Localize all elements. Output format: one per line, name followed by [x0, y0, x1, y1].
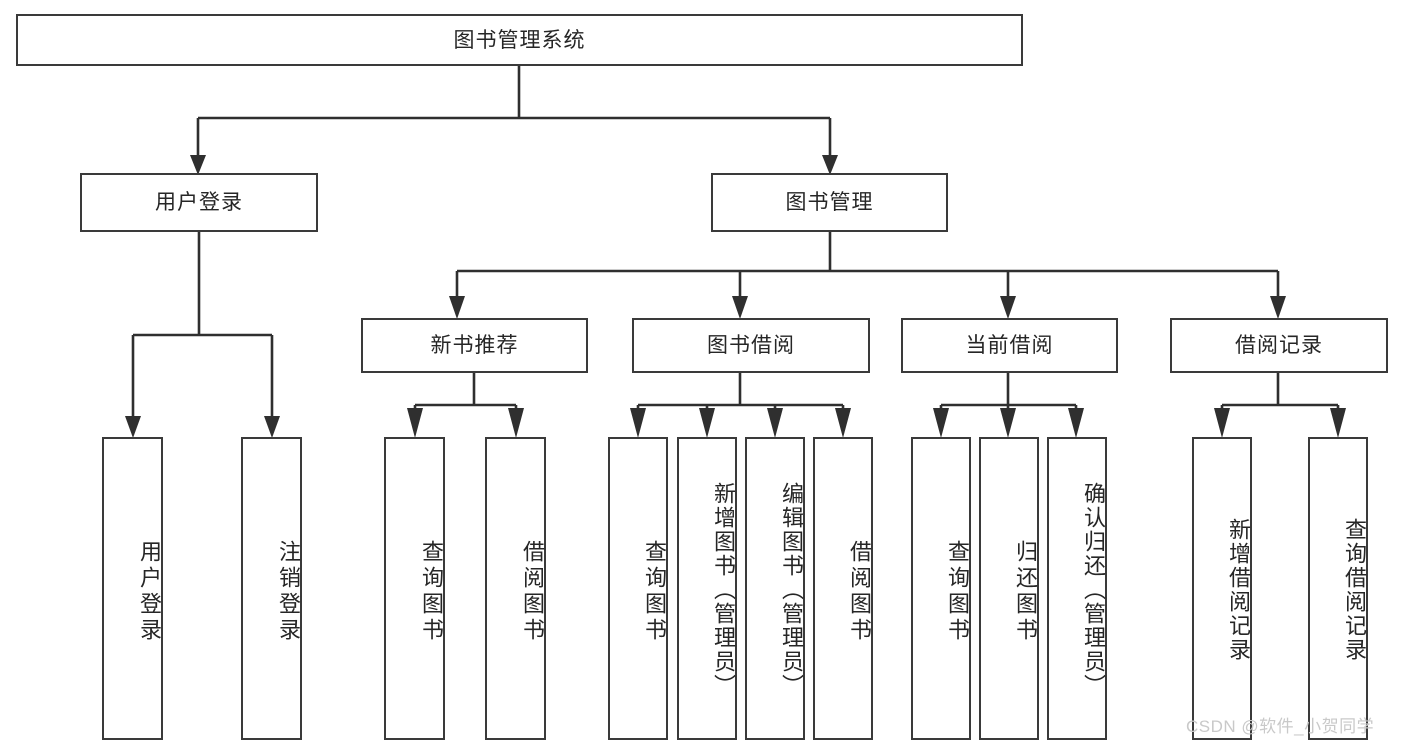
leaf-add-book-label: 新增图书（管理员）	[711, 481, 736, 698]
leaf-query-book-3-label: 查询图书	[945, 539, 970, 644]
arrow-user-login-leaf2	[264, 416, 280, 438]
leaf-borrow-book-1-label: 借阅图书	[520, 539, 545, 644]
node-root-label: 图书管理系统	[453, 28, 586, 52]
leaf-return-book-label: 归还图书	[1013, 539, 1038, 644]
arrow-root-to-book-manage	[822, 155, 838, 175]
node-new-book-recommend-label: 新书推荐	[430, 334, 519, 357]
leaf-borrow-book-1[interactable]: 借阅图书	[485, 437, 546, 740]
node-book-borrow[interactable]: 图书借阅	[632, 318, 870, 373]
leaf-add-record-label: 新增借阅记录	[1226, 517, 1251, 662]
leaf-query-record[interactable]: 查询借阅记录	[1308, 437, 1368, 740]
leaf-query-book-2-label: 查询图书	[642, 539, 667, 644]
leaf-return-book[interactable]: 归还图书	[979, 437, 1039, 740]
arrow-root-to-user-login	[190, 155, 206, 175]
leaf-confirm-return[interactable]: 确认归还（管理员）	[1047, 437, 1107, 740]
arrow-bm-n3	[1000, 296, 1016, 319]
leaf-add-record[interactable]: 新增借阅记录	[1192, 437, 1252, 740]
arrow-bb-l4	[835, 408, 851, 438]
leaf-logout-login[interactable]: 注销登录	[241, 437, 302, 740]
arrow-bb-l2	[699, 408, 715, 438]
leaf-edit-book-label: 编辑图书（管理员）	[779, 481, 804, 698]
arrow-br-l2	[1330, 408, 1346, 438]
csdn-watermark: CSDN @软件_小贺同学	[1186, 717, 1375, 736]
arrow-bb-l3	[767, 408, 783, 438]
leaf-edit-book[interactable]: 编辑图书（管理员）	[745, 437, 805, 740]
arrow-user-login-leaf1	[125, 416, 141, 438]
arrow-bm-n1	[449, 296, 465, 319]
arrow-nbr-l2	[508, 408, 524, 438]
leaf-query-record-label: 查询借阅记录	[1342, 517, 1367, 662]
arrow-bm-n4	[1270, 296, 1286, 319]
arrow-cb-l3	[1068, 408, 1084, 438]
arrow-cb-l1	[933, 408, 949, 438]
leaf-borrow-book-2[interactable]: 借阅图书	[813, 437, 873, 740]
node-current-borrow[interactable]: 当前借阅	[901, 318, 1118, 373]
node-user-login-label: 用户登录	[155, 191, 243, 214]
leaf-logout-login-label: 注销登录	[276, 539, 301, 644]
node-current-borrow-label: 当前借阅	[965, 334, 1054, 357]
node-borrow-record-label: 借阅记录	[1235, 334, 1323, 357]
leaf-query-book-3[interactable]: 查询图书	[911, 437, 971, 740]
leaf-confirm-return-label: 确认归还（管理员）	[1081, 481, 1106, 698]
node-new-book-recommend[interactable]: 新书推荐	[361, 318, 588, 373]
leaf-user-login[interactable]: 用户登录	[102, 437, 163, 740]
leaf-add-book[interactable]: 新增图书（管理员）	[677, 437, 737, 740]
node-root[interactable]: 图书管理系统	[16, 14, 1023, 66]
node-user-login[interactable]: 用户登录	[80, 173, 318, 232]
leaf-query-book-1-label: 查询图书	[419, 539, 444, 644]
arrow-bm-n2	[732, 296, 748, 319]
leaf-query-book-2[interactable]: 查询图书	[608, 437, 668, 740]
node-book-manage[interactable]: 图书管理	[711, 173, 948, 232]
leaf-borrow-book-2-label: 借阅图书	[847, 539, 872, 644]
arrow-bb-l1	[630, 408, 646, 438]
leaf-user-login-label: 用户登录	[137, 539, 162, 644]
leaf-query-book-1[interactable]: 查询图书	[384, 437, 445, 740]
arrow-cb-l2	[1000, 408, 1016, 438]
arrow-br-l1	[1214, 408, 1230, 438]
arrow-nbr-l1	[407, 408, 423, 438]
node-book-manage-label: 图书管理	[785, 191, 874, 214]
node-borrow-record[interactable]: 借阅记录	[1170, 318, 1388, 373]
node-book-borrow-label: 图书借阅	[707, 334, 795, 357]
